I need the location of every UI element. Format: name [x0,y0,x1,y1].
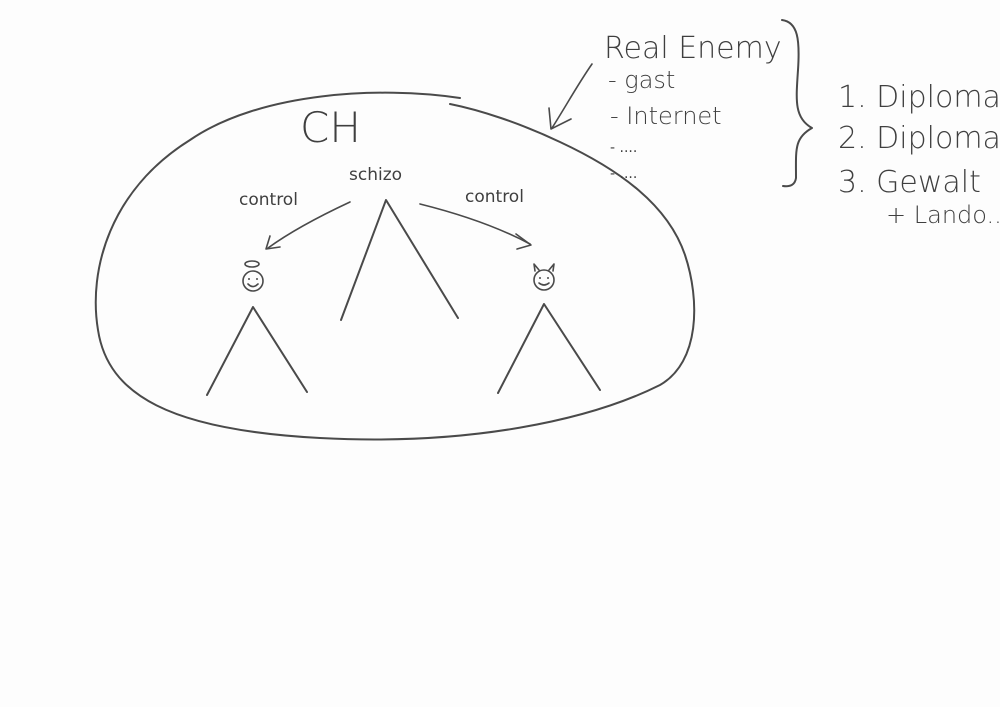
step-3: 3. Gewalt [838,165,981,200]
enemy-item-2: - Internet [610,102,722,130]
angel-face-icon [242,270,264,292]
step-3-continuation: + Lando... [886,201,1000,229]
angel-figure [206,260,308,396]
real-enemy-heading: Real Enemy [604,31,782,66]
schizo-figure [340,199,459,321]
devil-horns-icon [533,263,555,272]
devil-face-icon [533,269,555,291]
ch-title: CH [300,103,361,152]
control-arrow-right [419,203,532,250]
enemy-arrow [548,63,593,130]
step-1: 1. Diplomati [838,80,1000,115]
control-label-left: control [239,190,298,210]
enemy-item-1: - gast [608,66,675,94]
halo-icon [244,260,260,268]
ch-boundary [94,91,696,441]
enemy-item-4: - .... [610,166,637,182]
devil-figure [497,263,601,394]
schizo-label: schizo [349,165,402,185]
step-2: 2. Diplomat [838,121,1000,156]
control-arrow-left [265,201,351,250]
curly-brace [781,19,813,188]
control-label-right: control [465,187,524,207]
enemy-item-3: - .... [610,140,637,156]
